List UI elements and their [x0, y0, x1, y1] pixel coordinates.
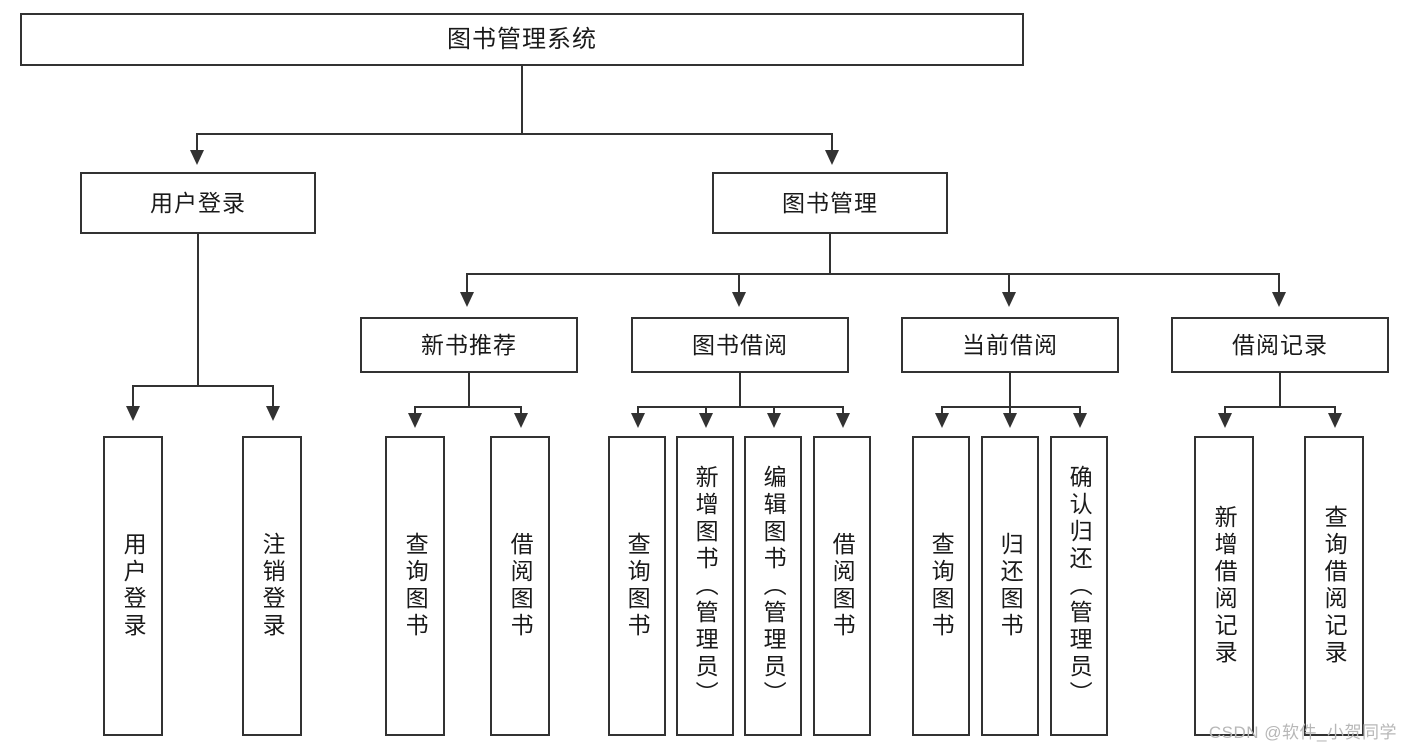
arrowhead-leaf-borrow-book-2: [836, 413, 850, 428]
connector-drop-user-login: [196, 133, 198, 155]
node-leaf-borrow-book-recommend[interactable]: 借阅图书: [490, 436, 550, 736]
arrowhead-leaf-add-record: [1218, 413, 1232, 428]
node-label: 新增图书（管理员）: [692, 464, 719, 708]
node-current-borrow[interactable]: 当前借阅: [901, 317, 1119, 373]
node-label: 图书借阅: [692, 331, 788, 358]
node-label: 借阅图书: [829, 532, 856, 640]
connector-drop-leaf-confirm-return: [1079, 406, 1081, 418]
csdn-watermark: CSDN @软件_小贺同学: [1208, 723, 1397, 742]
node-leaf-user-logout[interactable]: 注销登录: [242, 436, 302, 736]
connector-drop-leaf-query-book-3: [941, 406, 943, 418]
connector-current-borrow-stem: [1009, 373, 1011, 407]
arrowhead-leaf-user-login: [126, 406, 140, 421]
node-root-book-management-system[interactable]: 图书管理系统: [20, 13, 1024, 66]
connector-current-borrow-leaf-bus: [941, 406, 1081, 408]
connector-book-borrow-leaf-bus: [637, 406, 844, 408]
connector-level2-bus: [196, 133, 833, 135]
node-label: 归还图书: [997, 532, 1024, 640]
node-new-book-recommend[interactable]: 新书推荐: [360, 317, 578, 373]
connector-drop-leaf-borrow-book-1: [520, 406, 522, 418]
connector-drop-leaf-add-record: [1224, 406, 1226, 418]
node-leaf-borrow-book[interactable]: 借阅图书: [813, 436, 871, 736]
node-leaf-add-record[interactable]: 新增借阅记录: [1194, 436, 1254, 736]
node-leaf-return-book[interactable]: 归还图书: [981, 436, 1039, 736]
node-label: 查询图书: [402, 532, 429, 640]
connector-drop-book-borrow: [738, 273, 740, 295]
arrowhead-user-login: [190, 150, 204, 165]
arrowhead-leaf-edit-book: [767, 413, 781, 428]
node-leaf-query-book-current[interactable]: 查询图书: [912, 436, 970, 736]
node-label: 用户登录: [150, 189, 246, 216]
connector-new-book-recommend-leaf-bus: [414, 406, 522, 408]
connector-drop-leaf-return-book: [1009, 406, 1011, 418]
node-label: 查询图书: [928, 532, 955, 640]
connector-book-manage-stem: [829, 234, 831, 274]
arrowhead-leaf-user-logout: [266, 406, 280, 421]
node-leaf-edit-book[interactable]: 编辑图书（管理员）: [744, 436, 802, 736]
node-user-login[interactable]: 用户登录: [80, 172, 316, 234]
connector-drop-book-manage: [831, 133, 833, 155]
connector-drop-borrow-record: [1278, 273, 1280, 295]
node-label: 图书管理系统: [447, 25, 597, 53]
node-label: 借阅图书: [507, 532, 534, 640]
node-label: 查询借阅记录: [1321, 505, 1348, 667]
arrowhead-book-manage: [825, 150, 839, 165]
node-leaf-user-login[interactable]: 用户登录: [103, 436, 163, 736]
node-leaf-add-book[interactable]: 新增图书（管理员）: [676, 436, 734, 736]
connector-drop-new-book-recommend: [466, 273, 468, 295]
arrowhead-current-borrow: [1002, 292, 1016, 307]
node-label: 借阅记录: [1232, 331, 1328, 358]
node-label: 当前借阅: [962, 331, 1058, 358]
connector-drop-leaf-user-logout: [272, 385, 274, 409]
connector-new-book-recommend-stem: [468, 373, 470, 407]
node-leaf-query-book-borrow[interactable]: 查询图书: [608, 436, 666, 736]
connector-drop-leaf-query-record: [1334, 406, 1336, 418]
node-label: 编辑图书（管理员）: [760, 464, 787, 708]
connector-drop-leaf-edit-book: [773, 406, 775, 418]
connector-drop-leaf-borrow-book-2: [842, 406, 844, 418]
connector-user-login-leaf-bus: [132, 385, 274, 387]
connector-drop-leaf-user-login: [132, 385, 134, 409]
arrowhead-book-borrow: [732, 292, 746, 307]
node-leaf-query-book-recommend[interactable]: 查询图书: [385, 436, 445, 736]
arrowhead-leaf-confirm-return: [1073, 413, 1087, 428]
arrowhead-leaf-query-book-2: [631, 413, 645, 428]
node-leaf-query-record[interactable]: 查询借阅记录: [1304, 436, 1364, 736]
connector-book-borrow-stem: [739, 373, 741, 407]
node-label: 查询图书: [624, 532, 651, 640]
node-book-borrow[interactable]: 图书借阅: [631, 317, 849, 373]
connector-drop-current-borrow: [1008, 273, 1010, 295]
arrowhead-leaf-query-book-1: [408, 413, 422, 428]
arrowhead-leaf-query-book-3: [935, 413, 949, 428]
connector-drop-leaf-query-book-2: [637, 406, 639, 418]
connector-drop-leaf-query-book-1: [414, 406, 416, 418]
connector-level3-bus: [466, 273, 1280, 275]
node-label: 注销登录: [259, 532, 286, 640]
arrowhead-leaf-add-book: [699, 413, 713, 428]
connector-borrow-record-leaf-bus: [1224, 406, 1336, 408]
arrowhead-borrow-record: [1272, 292, 1286, 307]
node-label: 新书推荐: [421, 331, 517, 358]
node-label: 用户登录: [120, 532, 147, 640]
arrowhead-leaf-return-book: [1003, 413, 1017, 428]
arrowhead-leaf-borrow-book-1: [514, 413, 528, 428]
node-borrow-record[interactable]: 借阅记录: [1171, 317, 1389, 373]
connector-drop-leaf-add-book: [705, 406, 707, 418]
arrowhead-leaf-query-record: [1328, 413, 1342, 428]
node-label: 确认归还（管理员）: [1066, 464, 1093, 708]
node-book-manage[interactable]: 图书管理: [712, 172, 948, 234]
node-label: 图书管理: [782, 189, 878, 216]
connector-borrow-record-stem: [1279, 373, 1281, 407]
arrowhead-new-book-recommend: [460, 292, 474, 307]
node-leaf-confirm-return[interactable]: 确认归还（管理员）: [1050, 436, 1108, 736]
connector-root-stem: [521, 66, 523, 134]
connector-user-login-stem: [197, 234, 199, 386]
node-label: 新增借阅记录: [1211, 505, 1238, 667]
